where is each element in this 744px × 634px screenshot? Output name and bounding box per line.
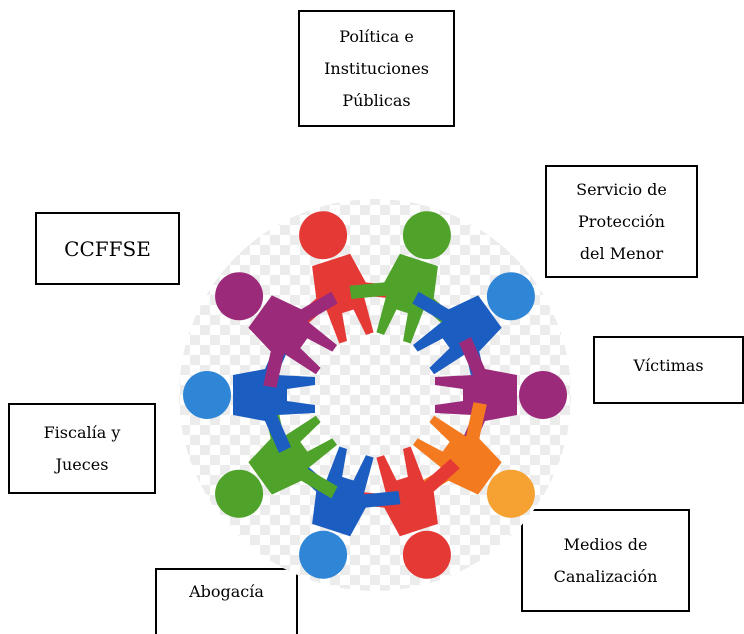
person-head <box>299 211 348 260</box>
label-box-ccffse: CCFFSE <box>35 212 180 285</box>
person-figure <box>435 337 567 453</box>
label-abogacia: Abogacía <box>189 582 264 601</box>
person-figure <box>183 337 315 453</box>
person-figure <box>349 446 460 579</box>
person-figure <box>349 211 460 344</box>
person-head <box>215 469 264 518</box>
person-head <box>519 371 567 419</box>
person-body <box>349 446 460 537</box>
label-box-abogacia: Abogacía <box>155 568 298 634</box>
label-politica: Política e Instituciones Públicas <box>324 26 429 110</box>
person-body <box>290 446 401 537</box>
person-head <box>486 469 535 518</box>
label-fiscalia: Fiscalía y Jueces <box>43 422 121 474</box>
label-ccffse: CCFFSE <box>64 236 151 261</box>
checker-background <box>179 199 571 591</box>
person-body <box>349 253 460 344</box>
label-box-servicio: Servicio de Protección del Menor <box>545 165 698 278</box>
person-figure <box>290 211 401 344</box>
person-head <box>402 530 451 579</box>
people-circle-icon <box>179 199 571 591</box>
person-head <box>183 371 231 419</box>
label-servicio: Servicio de Protección del Menor <box>576 179 667 263</box>
person-body <box>233 337 315 453</box>
person-head <box>299 530 348 579</box>
person-head <box>402 211 451 260</box>
label-medios: Medios de Canalización <box>553 534 658 586</box>
label-box-fiscalia: Fiscalía y Jueces <box>8 403 156 494</box>
person-body <box>248 291 338 388</box>
person-head <box>486 272 535 321</box>
person-head <box>215 272 264 321</box>
person-body <box>435 337 517 453</box>
label-box-victimas: Víctimas <box>593 336 744 404</box>
label-victimas: Víctimas <box>633 356 704 375</box>
label-box-medios: Medios de Canalización <box>521 509 690 612</box>
person-figure <box>290 446 401 579</box>
label-box-politica: Política e Instituciones Públicas <box>298 10 455 127</box>
person-body <box>290 253 401 344</box>
person-figure <box>215 272 338 388</box>
